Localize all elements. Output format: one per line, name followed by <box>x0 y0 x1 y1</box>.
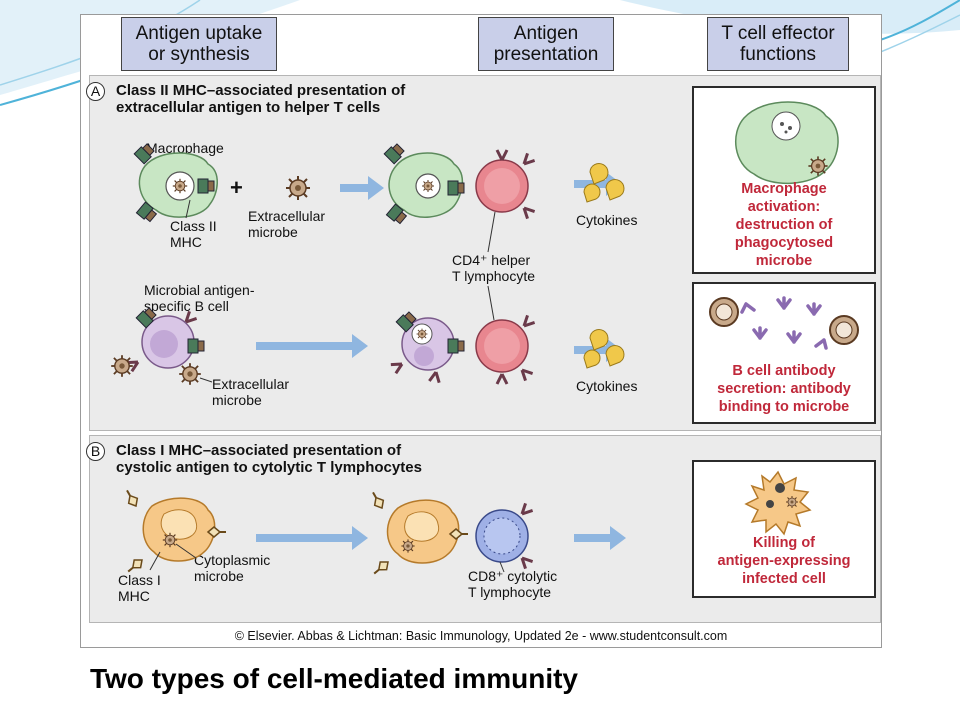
class-ii-mhc-label: Class II MHC <box>170 218 217 250</box>
panel-a-title: Class II MHC–associated presentation of … <box>116 82 406 116</box>
arrow-class-i <box>256 526 368 550</box>
panel-b-title: Class I MHC–associated presentation of c… <box>116 442 422 476</box>
extracellular-microbe-label-bottom: Extracellular microbe <box>212 376 290 408</box>
plus-sign: + <box>230 175 243 200</box>
slide-caption: Two types of cell-mediated immunity <box>90 663 579 694</box>
class-i-mhc-label: Class I MHC <box>118 572 161 604</box>
apoptotic-cell-icon <box>744 470 812 536</box>
result-macrophage-activation: Macrophage activation: destruction of ph… <box>692 86 876 274</box>
panel-class-i: B Class I MHC–associated presentation of… <box>86 435 881 623</box>
panel-letter-b: B <box>86 442 105 461</box>
result-killing-text: Killing of antigen-expressing infected c… <box>717 535 851 587</box>
b-cell-label: Microbial antigen- specific B cell <box>144 282 255 314</box>
result-b-cell-text: B cell antibody secretion: antibody bind… <box>717 363 851 415</box>
antibody-binding-icon <box>709 296 859 350</box>
result-b-cell-antibody: B cell antibody secretion: antibody bind… <box>692 282 876 424</box>
result-macrophage-text: Macrophage activation: destruction of ph… <box>734 181 834 269</box>
panel-b-illustration <box>121 486 626 579</box>
extracellular-microbe-bottom <box>178 362 202 386</box>
extracellular-microbe-top <box>285 175 311 201</box>
copyright-notice: © Elsevier. Abbas & Lichtman: Basic Immu… <box>234 629 728 643</box>
activated-macrophage-icon <box>735 101 839 184</box>
cd4-helper-label: CD4⁺ helper T lymphocyte <box>452 252 535 284</box>
cytokines-label-bottom: Cytokines <box>576 378 638 394</box>
result-killing: Killing of antigen-expressing infected c… <box>692 460 876 598</box>
arrow-uptake-top <box>340 176 384 200</box>
macrophage-label: Macrophage <box>146 140 224 156</box>
header-antigen-presentation: Antigen presentation <box>478 17 614 71</box>
cytoplasmic-microbe-label: Cytoplasmic microbe <box>194 552 271 584</box>
panel-letter-a: A <box>86 82 105 101</box>
arrow-b-cell <box>256 334 368 358</box>
header-effector-functions: T cell effector functions <box>707 17 849 71</box>
cd8-cytolytic-label: CD8⁺ cytolytic T lymphocyte <box>468 568 558 600</box>
arrow-killing <box>574 526 626 550</box>
header-antigen-uptake: Antigen uptake or synthesis <box>121 17 277 71</box>
panel-class-ii: A Class II MHC–associated presentation o… <box>86 75 881 431</box>
extracellular-microbe-label-top: Extracellular microbe <box>248 208 326 240</box>
immunity-figure: Antigen uptake or synthesis Antigen pres… <box>80 14 882 648</box>
panel-a-illustration <box>110 142 625 386</box>
cytokines-label-top: Cytokines <box>576 212 638 228</box>
